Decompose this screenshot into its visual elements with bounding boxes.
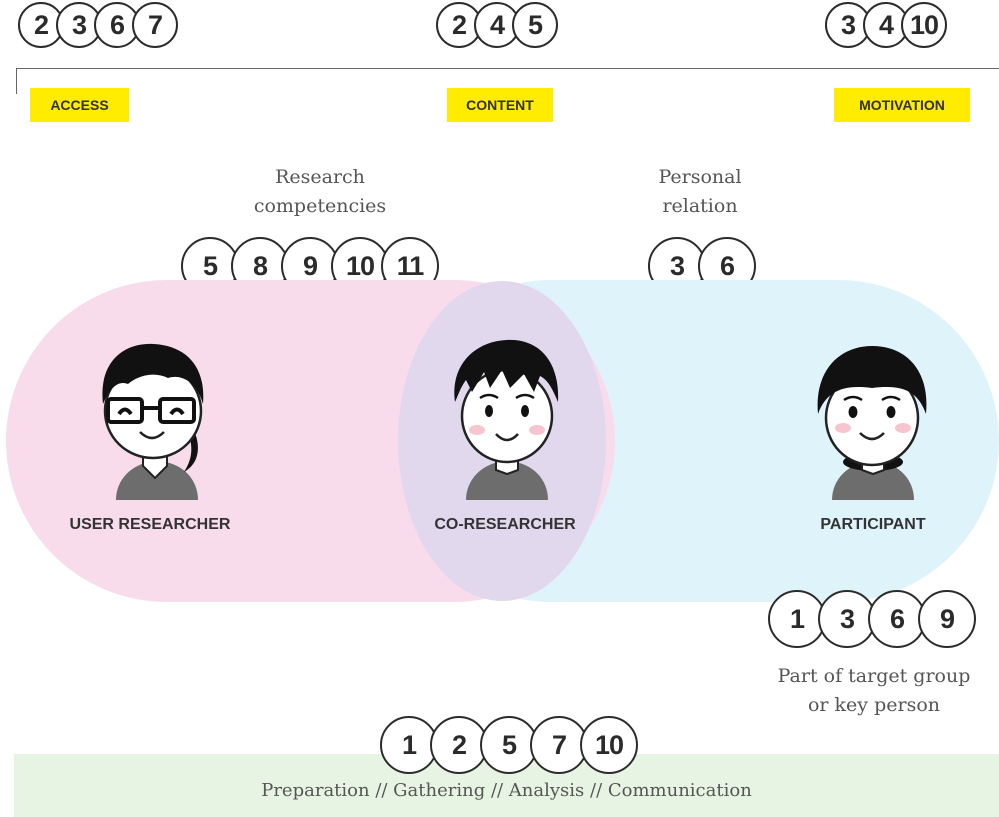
- badge: 6: [868, 590, 926, 648]
- phases-label: Preparation // Gathering // Analysis // …: [261, 780, 752, 801]
- badge: 6: [94, 2, 140, 48]
- label-line: competencies: [253, 195, 387, 217]
- badge: 4: [863, 2, 909, 48]
- badge: 10: [901, 2, 947, 48]
- participant-label: PARTICIPANT: [820, 516, 926, 533]
- target-group-badges: 1 3 6 9: [768, 590, 976, 648]
- badge: 7: [530, 716, 588, 774]
- timeline-axis: [16, 68, 999, 69]
- phases-badges: 1 2 5 7 10: [380, 716, 638, 774]
- content-tag: CONTENT: [447, 88, 553, 122]
- label-line: Personal: [658, 166, 742, 188]
- research-competencies-label: Research competencies: [220, 163, 420, 221]
- label-line: Research: [275, 166, 365, 188]
- label-line: relation: [662, 195, 738, 217]
- label-line: or key person: [807, 694, 940, 716]
- badge: 10: [580, 716, 638, 774]
- participant-icon: [817, 346, 927, 500]
- timeline-start-tick: [16, 68, 17, 94]
- co-researcher-icon: [454, 339, 559, 500]
- badge: 9: [918, 590, 976, 648]
- badge: 5: [512, 2, 558, 48]
- user-researcher-label: USER RESEARCHER: [69, 516, 231, 533]
- motivation-badges: 3 4 10: [825, 2, 947, 48]
- content-badges: 2 4 5: [436, 2, 558, 48]
- target-group-label: Part of target group or key person: [760, 662, 988, 720]
- personal-relation-label: Personal relation: [620, 163, 780, 221]
- badge: 7: [132, 2, 178, 48]
- venn-diagram: [6, 280, 999, 602]
- motivation-tag: MOTIVATION: [834, 88, 970, 122]
- co-researcher-label: CO-RESEARCHER: [434, 516, 576, 533]
- access-tag: ACCESS: [30, 88, 129, 122]
- label-line: Part of target group: [777, 665, 971, 687]
- badge: 2: [430, 716, 488, 774]
- access-badges: 2 3 6 7: [18, 2, 178, 48]
- user-researcher-icon: [102, 343, 204, 500]
- badge: 1: [380, 716, 438, 774]
